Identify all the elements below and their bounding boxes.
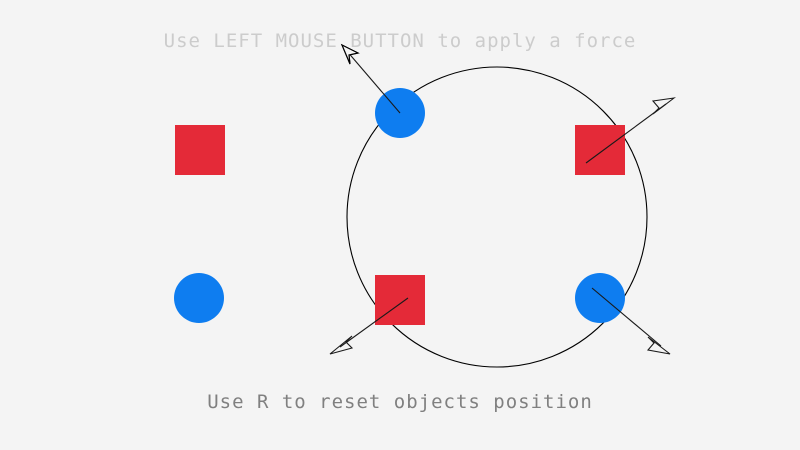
- body-square-free-left[interactable]: [175, 125, 225, 175]
- boundary-circle: [346, 66, 648, 368]
- arrowhead-down-left: [329, 335, 354, 355]
- mouse-cursor-icon: [340, 43, 360, 65]
- arrowhead-down-right: [646, 336, 671, 355]
- body-circle-free-left[interactable]: [174, 273, 224, 323]
- force-vector-circle-bottom-right: [591, 287, 671, 355]
- force-vector-square-bottom: [329, 297, 409, 355]
- body-square-right[interactable]: [575, 125, 625, 175]
- body-circle-bottom-right[interactable]: [575, 273, 625, 323]
- hint-text-top: Use LEFT MOUSE BUTTON to apply a force: [163, 30, 637, 52]
- force-vector-square-right: [585, 97, 677, 164]
- hint-text-bottom: Use R to reset objects position: [207, 391, 593, 413]
- arrowhead-up-right: [651, 97, 677, 115]
- body-square-bottom[interactable]: [375, 275, 425, 325]
